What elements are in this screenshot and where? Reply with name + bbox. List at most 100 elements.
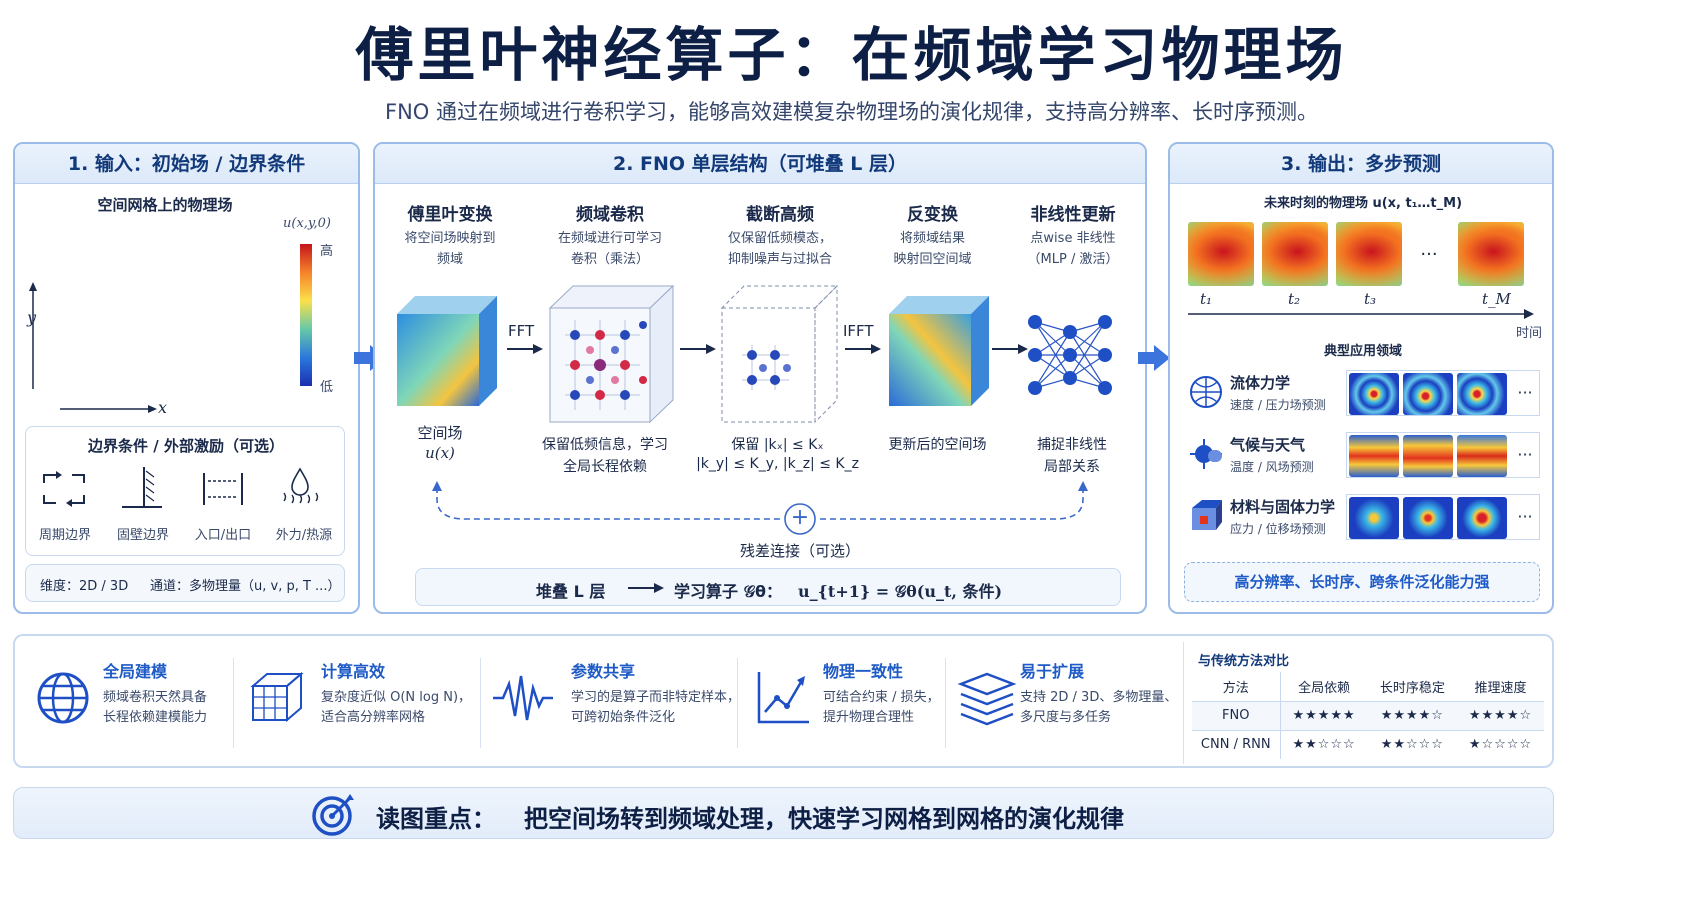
takeaway-text: 把空间场转到频域处理，快速学习网格到网格的演化规律 xyxy=(524,805,1124,833)
feature-global-d1: 频域卷积天然具备 xyxy=(103,690,208,705)
col-stable: 长时序稳定 xyxy=(1379,680,1445,696)
field-label: u(x,y,0) xyxy=(283,216,332,231)
grid-caption: 空间网格上的物理场 xyxy=(97,196,233,214)
output-banner-text: 高分辨率、长时序、跨条件泛化能力强 xyxy=(1234,573,1490,591)
output-panel-heading: 3. 输出：多步预测 xyxy=(1170,144,1552,184)
feature-divider xyxy=(737,658,738,748)
future-caption: 未来时刻的物理场 u(x, t₁…t_M) xyxy=(1263,196,1463,211)
periodic-boundary-icon xyxy=(43,471,85,507)
row-fno-speed: ★★★★☆ xyxy=(1468,708,1533,723)
step-desc-conv-1: 在频域进行可学习 xyxy=(557,231,662,246)
boundary-heading: 边界条件 / 外部激励（可选） xyxy=(88,437,284,455)
stack-bar: 堆叠 L 层 学习算子 𝒢θ： u_{t+1} = 𝒢θ(u_t, 条件) xyxy=(415,568,1121,606)
features-panel: 全局建模 频域卷积天然具备 长程依赖建模能力 计算高效 复杂度近似 O(N lo… xyxy=(13,634,1554,768)
operator-text: 学习算子 𝒢θ： xyxy=(674,582,782,601)
feature-shared-d2: 可跨初始条件泛化 xyxy=(571,710,676,725)
inlet-outlet-icon xyxy=(203,473,243,505)
waveform-icon xyxy=(493,675,553,721)
step-title-nonlinear: 非线性更新 xyxy=(1030,205,1116,225)
time-t2: t₂ xyxy=(1288,290,1301,308)
comparison-table: 方法 全局依赖 长时序稳定 推理速度 FNO ★★★★★ ★★★★☆ ★★★★☆… xyxy=(1192,672,1544,759)
fluid-thumb-3 xyxy=(1457,373,1507,415)
heatmap-field xyxy=(53,220,285,394)
step-desc-ifft-2: 映射回空间域 xyxy=(893,252,972,267)
prediction-tm xyxy=(1458,222,1524,286)
row-cnn-method: CNN / RNN xyxy=(1192,730,1281,759)
feature-efficient-d1: 复杂度近似 O(N log N)， xyxy=(321,690,472,705)
ifft-arrow xyxy=(845,344,881,354)
input-panel-heading: 1. 输入：初始场 / 边界条件 xyxy=(15,144,358,184)
step-desc-ifft-1: 将频域结果 xyxy=(899,231,965,246)
step-desc-fft-1: 将空间场映射到 xyxy=(404,231,496,246)
app-fluid-desc: 速度 / 压力场预测 xyxy=(1230,398,1326,412)
time-axis xyxy=(1188,309,1534,319)
target-icon xyxy=(312,794,354,836)
feature-divider xyxy=(480,658,481,748)
material-icon xyxy=(1192,500,1222,530)
panel-arrow-2 xyxy=(1138,345,1170,371)
dims-box: 维度：2D / 3D 通道：多物理量（u, v, p, T ...） xyxy=(25,564,345,602)
row-fno-global: ★★★★★ xyxy=(1292,708,1356,723)
axis-x-label: x xyxy=(158,398,168,417)
axis-arrows xyxy=(29,282,157,413)
prediction-t2 xyxy=(1262,222,1328,286)
step-desc-nonlinear-1: 点wise 非线性 xyxy=(1030,231,1116,246)
stack-text: 堆叠 L 层 xyxy=(536,582,606,601)
caption-conv-1: 保留低频信息，学习 xyxy=(542,437,668,453)
fluid-thumb-1 xyxy=(1349,373,1399,415)
prediction-t3 xyxy=(1336,222,1402,286)
fft-label: FFT xyxy=(508,322,535,340)
step-title-fft: 傅里叶变换 xyxy=(407,205,493,225)
app-fluid-name: 流体力学 xyxy=(1230,374,1291,392)
spatial-field-cube xyxy=(397,296,497,406)
fno-layer-panel: 2. FNO 单层结构（可堆叠 L 层） 傅里叶变换 将空间场映射到 频域 频域… xyxy=(373,142,1147,614)
row-fno-method: FNO xyxy=(1192,701,1281,730)
comparison-row-cnn: CNN / RNN ★★☆☆☆ ★★☆☆☆ ★☆☆☆☆ xyxy=(1192,730,1544,759)
prediction-t1 xyxy=(1188,222,1254,286)
colorbar-low: 低 xyxy=(320,380,334,395)
output-banner: 高分辨率、长时序、跨条件泛化能力强 xyxy=(1184,562,1540,602)
col-method: 方法 xyxy=(1192,672,1281,701)
truncated-lattice-cube xyxy=(720,284,839,424)
time-t1: t₁ xyxy=(1200,290,1213,308)
feature-efficient-title: 计算高效 xyxy=(321,662,386,681)
time-t3: t₃ xyxy=(1364,290,1377,308)
globe-icon xyxy=(37,672,89,724)
feature-divider xyxy=(945,658,946,748)
channels-text: 通道：多物理量（u, v, p, T ...） xyxy=(150,579,341,594)
step-title-ifft: 反变换 xyxy=(907,205,958,225)
fluid-strip: ··· xyxy=(1346,370,1540,416)
takeaway-label: 读图重点： xyxy=(376,805,496,833)
caption-truncate-2: |k_y| ≤ K_y, |k_z| ≤ K_z xyxy=(696,456,859,472)
boundary-box: 边界条件 / 外部激励（可选） 周期边界 固壁边界 入口/出口 外力/热源 xyxy=(25,426,345,556)
feature-global-title: 全局建模 xyxy=(103,662,168,681)
comparison-row-fno: FNO ★★★★★ ★★★★☆ ★★★★☆ xyxy=(1192,701,1544,730)
boundary-periodic: 周期边界 xyxy=(38,528,91,543)
feature-divider xyxy=(233,658,234,748)
climate-thumb-3 xyxy=(1457,435,1507,477)
time-axis-label: 时间 xyxy=(1516,326,1543,341)
grid-cube-icon xyxy=(250,671,304,723)
heat-source-icon xyxy=(283,467,319,504)
input-panel: 1. 输入：初始场 / 边界条件 空间网格上的物理场 u(x,y,0) 高 低 … xyxy=(13,142,360,614)
fno-panel-heading: 2. FNO 单层结构（可堆叠 L 层） xyxy=(375,144,1145,184)
climate-more: ··· xyxy=(1517,445,1533,464)
residual-label: 残差连接（可选） xyxy=(739,542,860,560)
takeaway-bar: 读图重点： 把空间场转到频域处理，快速学习网格到网格的演化规律 xyxy=(13,787,1554,839)
app-material-desc: 应力 / 位移场预测 xyxy=(1230,522,1326,536)
caption-truncate-1: 保留 |kₓ| ≤ Kₓ xyxy=(731,437,824,453)
fft-arrow xyxy=(507,344,543,354)
stack-arrow xyxy=(628,583,664,593)
feature-extend-d2: 多尺度与多任务 xyxy=(1020,710,1112,725)
formula-text: u_{t+1} = 𝒢θ(u_t, 条件) xyxy=(798,582,1003,601)
col-global: 全局依赖 xyxy=(1298,680,1351,696)
caption-spatial-2: u(x) xyxy=(425,444,455,462)
boundary-wall: 固壁边界 xyxy=(116,528,169,543)
step-desc-fft-2: 频域 xyxy=(436,252,463,267)
layers-icon xyxy=(957,672,1017,726)
app-climate-desc: 温度 / 风场预测 xyxy=(1230,460,1314,474)
fluid-icon xyxy=(1190,376,1222,408)
feature-global-d2: 长程依赖建模能力 xyxy=(103,710,208,725)
comparison-heading: 与传统方法对比 xyxy=(1198,654,1290,669)
feature-physics-d1: 可结合约束 / 损失， xyxy=(823,690,940,705)
